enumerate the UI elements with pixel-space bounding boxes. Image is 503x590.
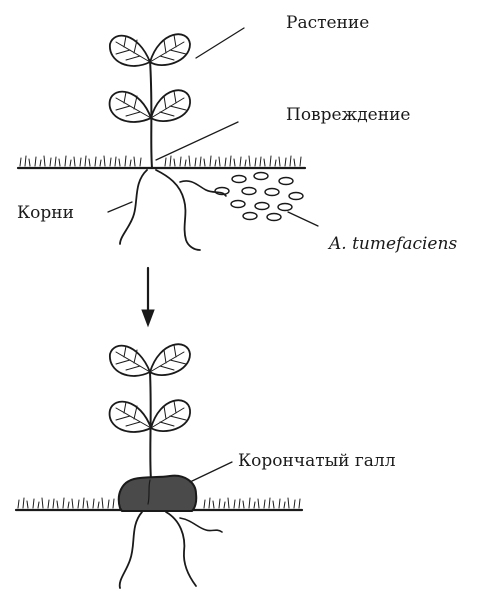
bottom-roots <box>120 512 222 588</box>
plant-leader-line <box>196 28 244 58</box>
plant-label: Растение <box>286 13 369 33</box>
wound-label: Повреждение <box>286 105 410 125</box>
roots-leader-line <box>108 202 132 212</box>
bottom-plant: Корончатый галл <box>16 344 396 588</box>
top-upper-leaves <box>110 34 190 66</box>
wound-leader-line <box>156 122 238 160</box>
bacteria-leader-line <box>288 212 318 226</box>
top-roots <box>120 170 226 250</box>
crown-gall <box>119 476 196 511</box>
gall-leader-line <box>190 462 232 482</box>
top-plant: Растение Повреждение Корни A. tumefacien… <box>17 13 457 254</box>
top-lower-leaves <box>110 90 191 122</box>
transition-arrow <box>142 268 154 326</box>
bacteria-label: A. tumefaciens <box>327 234 457 254</box>
bottom-upper-leaves <box>110 344 190 376</box>
gall-label: Корончатый галл <box>238 451 396 471</box>
roots-label: Корни <box>17 203 74 223</box>
